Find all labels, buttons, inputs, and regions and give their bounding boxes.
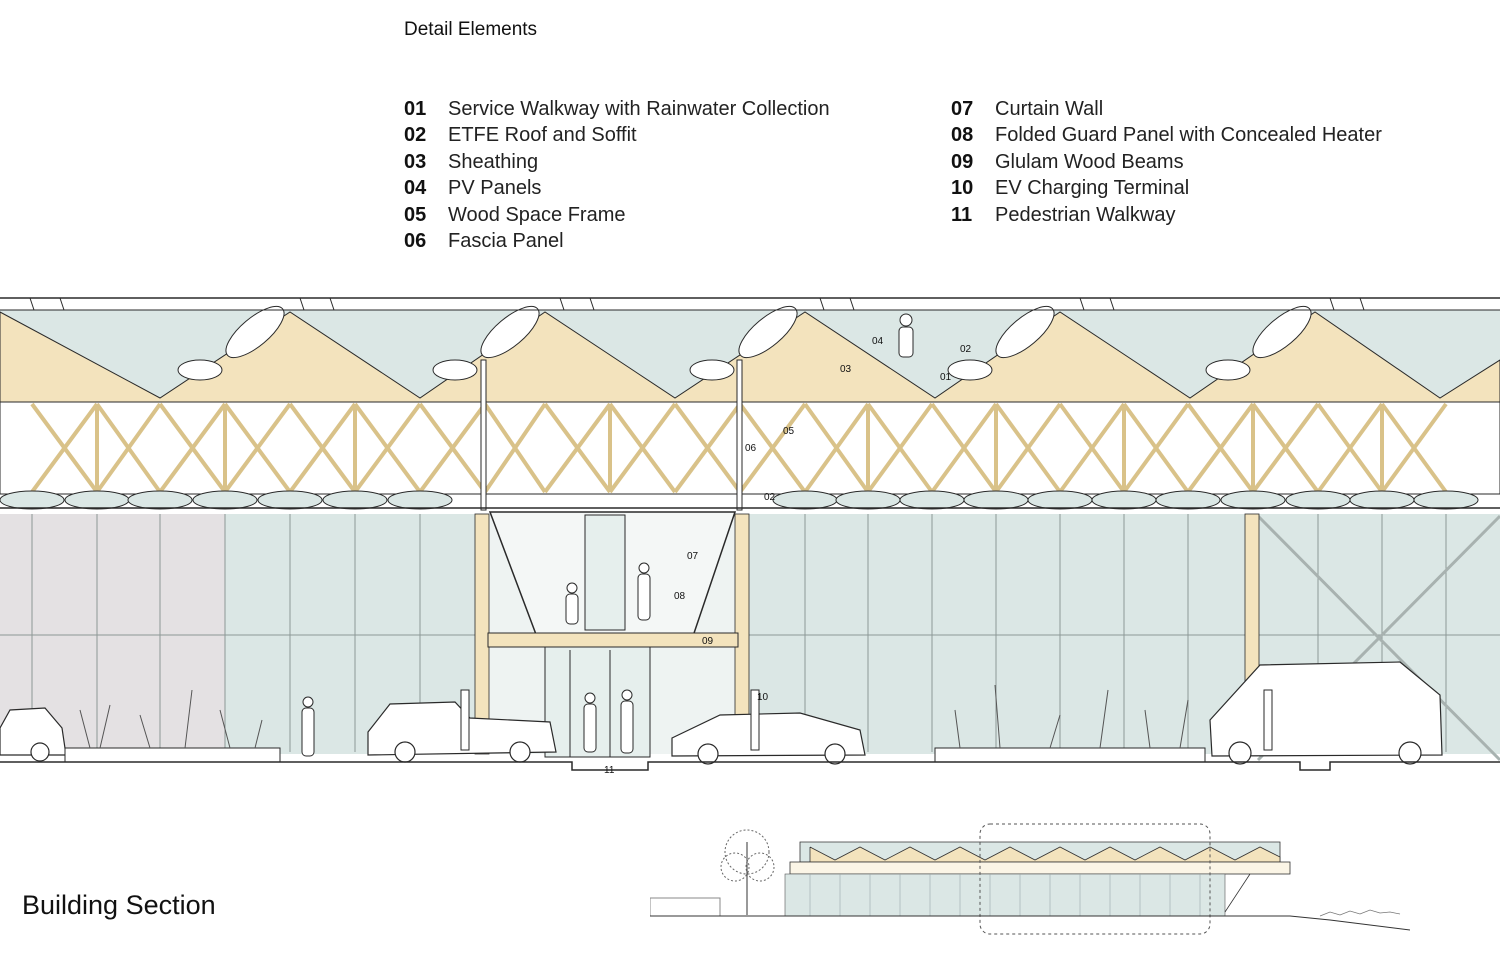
legend-number: 07 [951, 97, 974, 120]
legend-right-column: 07 Curtain Wall 08 Folded Guard Panel with… [951, 96, 1382, 229]
tag-11: 11 [604, 765, 615, 776]
tag-07: 07 [687, 551, 699, 562]
mini-ground-line [650, 915, 1410, 931]
pod-curtain-wall-door [584, 514, 626, 631]
fascia-panel-left [480, 359, 487, 511]
legend-number: 11 [951, 203, 973, 226]
legend-number: 04 [404, 177, 427, 200]
roof-lens-cushions [177, 305, 1312, 381]
legend-item: 11 Pedestrian Walkway [951, 202, 1382, 229]
landscape-grass [1319, 909, 1401, 917]
legend-number: 02 [404, 124, 427, 147]
legend-item: 07 Curtain Wall [951, 96, 1382, 123]
mini-brace [1224, 873, 1251, 913]
legend-item: 03 Sheathing [404, 149, 830, 176]
building-section-drawing: 01 02 02 03 04 05 06 07 08 09 10 11 [0, 297, 1500, 776]
tag-01: 01 [940, 372, 952, 383]
legend-number: 09 [951, 150, 974, 173]
legend-number: 01 [404, 97, 427, 120]
legend-item: 08 Folded Guard Panel with Concealed Heat… [951, 123, 1382, 150]
legend-label: EV Charging Terminal [995, 177, 1190, 200]
people [301, 313, 914, 757]
legend-number: 05 [404, 203, 427, 226]
legend-item: 02 ETFE Roof and Soffit [404, 123, 830, 150]
tag-03: 03 [840, 364, 852, 375]
context-section-drawing [650, 823, 1410, 935]
legend-item: 01 Service Walkway with Rainwater Collect… [404, 96, 830, 123]
legend-label: Service Walkway with Rainwater Collectio… [448, 97, 830, 120]
tag-05: 05 [783, 426, 795, 437]
legend-number: 03 [404, 150, 427, 173]
legend-label: Curtain Wall [995, 97, 1104, 120]
space-frame-verticals [95, 404, 1384, 492]
ground-line [0, 761, 1500, 771]
legend-item: 09 Glulam Wood Beams [951, 149, 1382, 176]
pv-panel-ticks [29, 297, 1365, 311]
tag-08: 08 [674, 591, 686, 602]
legend-label: Folded Guard Panel with Concealed Heater [995, 124, 1382, 147]
mini-mullions [809, 874, 1201, 916]
legend-label: ETFE Roof and Soffit [448, 124, 637, 147]
legend-label: PV Panels [448, 177, 542, 200]
glulam-beam [487, 632, 739, 648]
ev-charging-terminals [460, 689, 1273, 751]
fascia-panel-right [736, 359, 743, 511]
legend-label: Sheathing [448, 150, 539, 173]
legend-item: 10 EV Charging Terminal [951, 176, 1382, 203]
entrance-doors [544, 646, 651, 758]
tag-04: 04 [872, 336, 884, 347]
legend-number: 06 [404, 230, 427, 253]
detail-elements-heading: Detail Elements [404, 19, 538, 40]
space-frame-diagonals [30, 402, 1448, 494]
tag-02: 02 [764, 492, 776, 503]
detail-callout-box [979, 823, 1211, 935]
tag-09: 09 [702, 636, 714, 647]
legend-number: 08 [951, 124, 974, 147]
tree-icon [720, 829, 775, 915]
legend-item: 05 Wood Space Frame [404, 202, 830, 229]
mini-space-frame [789, 861, 1291, 875]
mini-curtain-wall [784, 873, 1226, 917]
plants [79, 684, 1189, 749]
legend-label: Fascia Panel [448, 230, 564, 253]
mini-sawtooth [809, 846, 1281, 863]
legend-label: Wood Space Frame [448, 203, 626, 226]
drawing-caption: Building Section [22, 890, 216, 920]
legend-label: Glulam Wood Beams [995, 150, 1184, 173]
legend-left-column: 01 Service Walkway with Rainwater Collect… [404, 96, 830, 255]
legend-item: 06 Fascia Panel [404, 229, 830, 256]
neighbor-building [650, 897, 721, 917]
legend-label: Pedestrian Walkway [995, 203, 1176, 226]
legend-number: 10 [951, 177, 974, 200]
tag-02: 02 [960, 344, 972, 355]
tag-10: 10 [757, 692, 769, 703]
legend-item: 04 PV Panels [404, 176, 830, 203]
etfe-soffit-cushions [0, 490, 1479, 510]
tag-06: 06 [745, 443, 757, 454]
